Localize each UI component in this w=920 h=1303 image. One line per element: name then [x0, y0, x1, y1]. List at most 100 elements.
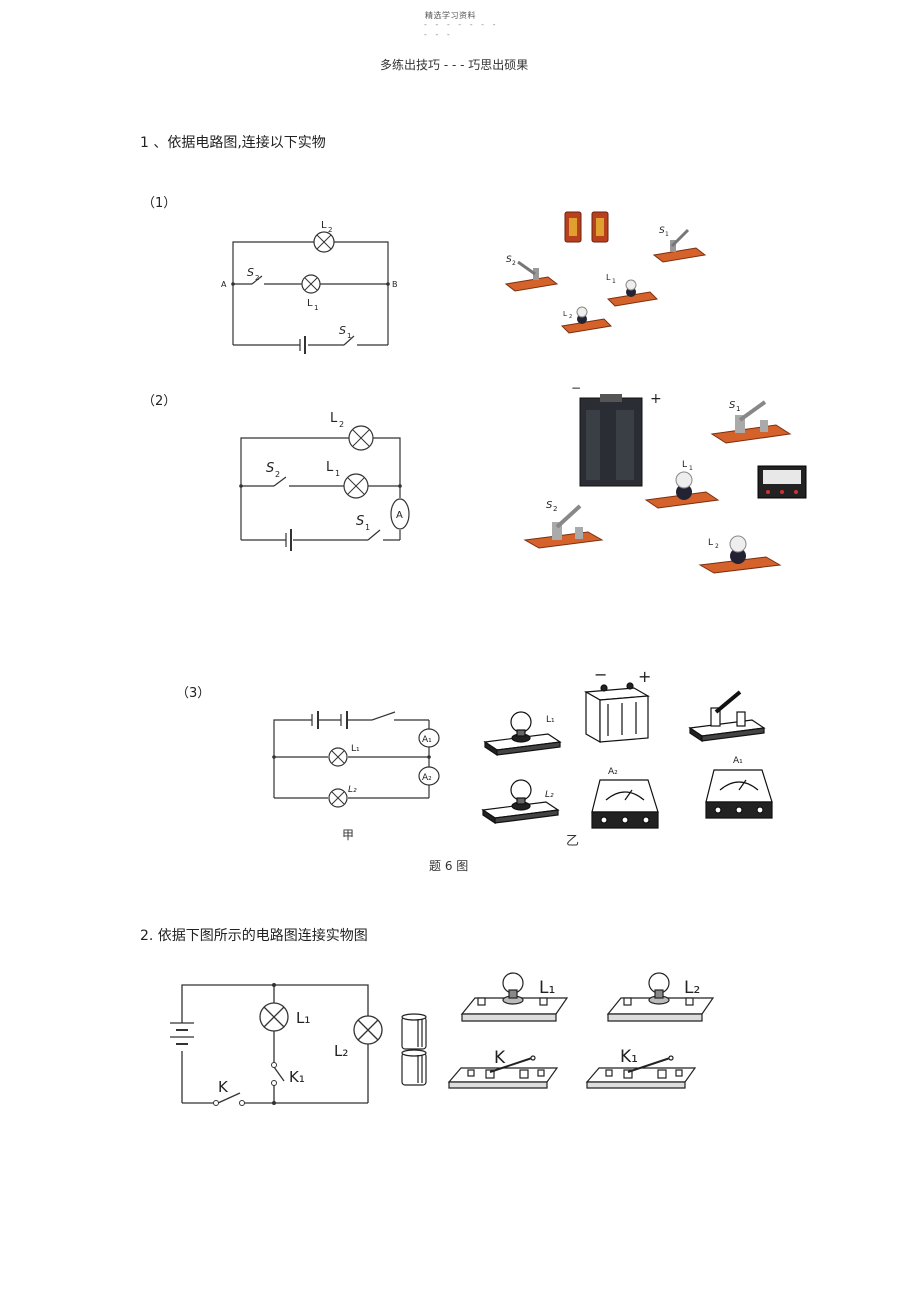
label-s2-sub: 2	[275, 470, 280, 479]
ammeter-a2-physical	[591, 779, 659, 829]
label-k: K	[218, 1078, 229, 1096]
battery-pack	[579, 394, 643, 487]
lamp-l2-physical	[481, 779, 560, 825]
switch-s2-physical	[523, 504, 604, 549]
lamp-l1-physical	[460, 972, 569, 1022]
svg-text:1: 1	[736, 405, 740, 413]
caption-jia: 甲	[342, 828, 355, 842]
lamp-l2-physical	[698, 535, 782, 574]
label-phys-l1: L₁	[546, 715, 555, 725]
label-phys-l1: L₁	[539, 978, 555, 998]
battery-plus-label: +	[650, 391, 662, 407]
svg-text:S: S	[729, 400, 736, 411]
question-2-title: 2. 依据下图所示的电路图连接实物图	[140, 928, 368, 944]
label-l1: L₁	[296, 1009, 310, 1027]
label-phys-a1: A₁	[733, 756, 743, 766]
header-dashes: - - -	[424, 30, 453, 39]
lamp-l1-symbol	[301, 274, 321, 294]
lamp-l1-physical	[483, 711, 562, 757]
header-caption: 精选学习资料	[425, 11, 476, 20]
label-phys-a2: A₂	[608, 767, 618, 777]
label-node-a: A	[221, 280, 227, 289]
svg-text:2: 2	[715, 543, 719, 550]
label-ammeter: A	[396, 510, 403, 521]
svg-text:2: 2	[512, 260, 516, 267]
svg-text:2: 2	[569, 314, 572, 320]
label-s1-sub: 1	[347, 332, 351, 340]
label-phys-l1: L	[606, 273, 611, 282]
label-phys-k: K	[494, 1048, 506, 1068]
label-l2: L	[330, 411, 338, 426]
label-phys-s2: S	[506, 255, 512, 265]
label-s2-sub: 2	[255, 274, 259, 282]
svg-text:L: L	[708, 538, 713, 548]
label-l1: L₁	[351, 744, 360, 754]
lamp-l2-physical	[560, 306, 613, 334]
label-k1: K₁	[289, 1068, 305, 1086]
label-l2-sub: 2	[339, 420, 344, 429]
label-l2-sub: 2	[328, 226, 332, 234]
battery-box	[584, 682, 650, 744]
label-s2: S	[247, 266, 254, 279]
switch-s1-physical	[710, 400, 792, 444]
battery-cell-top	[401, 1013, 427, 1050]
part-3-label: （3）	[176, 686, 211, 701]
battery-minus-label: −	[594, 665, 607, 684]
caption-yi: 乙	[566, 834, 580, 849]
label-a1: A₁	[422, 735, 432, 745]
lamp-l2-symbol	[348, 425, 374, 451]
lamp-l2-symbol	[313, 231, 335, 253]
part-2-label: （2）	[142, 394, 177, 409]
part-1-label: （1）	[142, 196, 177, 211]
label-s1-sub: 1	[365, 523, 370, 532]
label-l1: L	[326, 460, 334, 475]
label-l2: L	[321, 220, 327, 231]
label-l2: L₂	[348, 785, 357, 795]
label-l2: L₂	[334, 1042, 348, 1060]
lamp-l1-symbol	[259, 1002, 289, 1032]
header-motto: 多练出技巧 - - - 巧思出硕果	[380, 58, 529, 72]
ammeter-a2-symbol: A₂	[418, 766, 440, 786]
switch-k-physical	[447, 1055, 559, 1089]
label-phys-s1: S	[659, 226, 665, 236]
label-a2: A₂	[422, 773, 432, 783]
lamp-l1-symbol	[328, 747, 348, 767]
svg-text:1: 1	[612, 278, 616, 285]
ammeter-a1-physical	[705, 769, 773, 819]
lamp-l2-symbol	[353, 1015, 383, 1045]
label-phys-l2: L₂	[684, 978, 700, 998]
label-s1: S	[339, 324, 346, 337]
battery-cell-bottom	[401, 1049, 427, 1086]
label-s1: S	[356, 514, 364, 529]
battery-plus-label: +	[638, 667, 651, 686]
ammeter-physical	[757, 465, 807, 499]
svg-text:2: 2	[553, 505, 557, 513]
label-l1-sub: 1	[314, 304, 318, 312]
switch-s2-physical	[504, 260, 559, 292]
label-s2: S	[266, 461, 274, 476]
question-1-title: 1 、依据电路图,连接以下实物	[140, 135, 326, 151]
lamp-l1-symbol	[343, 473, 369, 499]
battery-cell-2	[591, 211, 609, 243]
label-phys-k1: K₁	[620, 1047, 638, 1067]
figure-caption: 题 6 图	[429, 859, 469, 873]
header-dashes: - - - - - - -	[424, 20, 499, 29]
lamp-l2-symbol	[328, 788, 348, 808]
lamp-l1-physical	[644, 471, 720, 509]
svg-text:1: 1	[665, 231, 669, 238]
label-l1-sub: 1	[335, 469, 340, 478]
svg-text:S: S	[546, 500, 553, 511]
label-phys-l2: L	[563, 310, 567, 318]
lamp-l1-physical	[606, 279, 659, 307]
label-node-b: B	[392, 280, 398, 289]
switch-physical	[688, 690, 766, 743]
